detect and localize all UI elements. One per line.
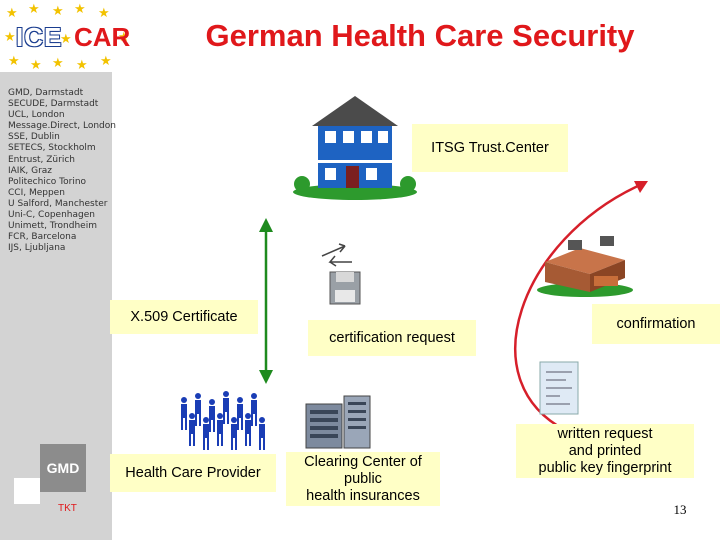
partner-item: Entrust, Zürich bbox=[8, 154, 75, 165]
partner-item: Unimett, Trondheim bbox=[8, 221, 97, 232]
certification-request-label: certification request bbox=[308, 320, 476, 356]
partner-item: U Salford, Manchester bbox=[8, 198, 108, 209]
trust-center-building-icon bbox=[537, 236, 633, 297]
partner-item: UCL, London bbox=[8, 110, 65, 121]
green-double-arrow bbox=[259, 218, 273, 384]
partner-item: CCI, Meppen bbox=[8, 187, 65, 198]
partner-item: SECUDE, Darmstadt bbox=[8, 99, 99, 110]
people-crowd-icon bbox=[181, 391, 265, 450]
page-title: German Health Care Security bbox=[205, 18, 635, 53]
partner-item: IAIK, Graz bbox=[8, 165, 53, 176]
gmd-logo-block bbox=[14, 478, 40, 504]
partner-item: IJS, Ljubljana bbox=[8, 243, 66, 254]
partner-item: FCR, Barcelona bbox=[8, 232, 77, 243]
logo: ★ ★ ★ ★ ★ ★ ★ ★ ★ ★ ★ ★ ★ bbox=[0, 0, 140, 72]
partner-item: GMD, Darmstadt bbox=[8, 88, 84, 98]
clearing-center-label: Clearing Center of public health insuran… bbox=[286, 452, 440, 506]
logo-car-text: CAR bbox=[74, 22, 131, 52]
red-arc-arrow bbox=[514, 181, 648, 432]
partner-item: Politechico Torino bbox=[8, 176, 87, 187]
confirmation-label: confirmation bbox=[592, 304, 720, 344]
partner-item: Uni-C, Copenhagen bbox=[8, 210, 95, 221]
x509-certificate-label: X.509 Certificate bbox=[110, 300, 258, 334]
written-request-label: written request and printed public key f… bbox=[516, 424, 694, 478]
partner-item: Message.Direct, London bbox=[8, 121, 116, 132]
tkt-label: TKT bbox=[58, 503, 77, 514]
partner-item: SSE, Dublin bbox=[8, 132, 60, 143]
partner-item: SETECS, Stockholm bbox=[8, 143, 96, 154]
logo-ice-text: ICE bbox=[16, 22, 63, 52]
fingerprint-document-icon bbox=[539, 361, 579, 415]
floppy-disk-icon bbox=[321, 243, 361, 305]
health-care-provider-label: Health Care Provider bbox=[110, 454, 276, 492]
house-icon bbox=[293, 96, 417, 200]
page-number: 13 bbox=[673, 502, 687, 517]
gmd-logo: GMD bbox=[40, 444, 86, 492]
trust-center-label: ITSG Trust.Center bbox=[412, 124, 568, 172]
server-computer-icon bbox=[305, 395, 371, 449]
